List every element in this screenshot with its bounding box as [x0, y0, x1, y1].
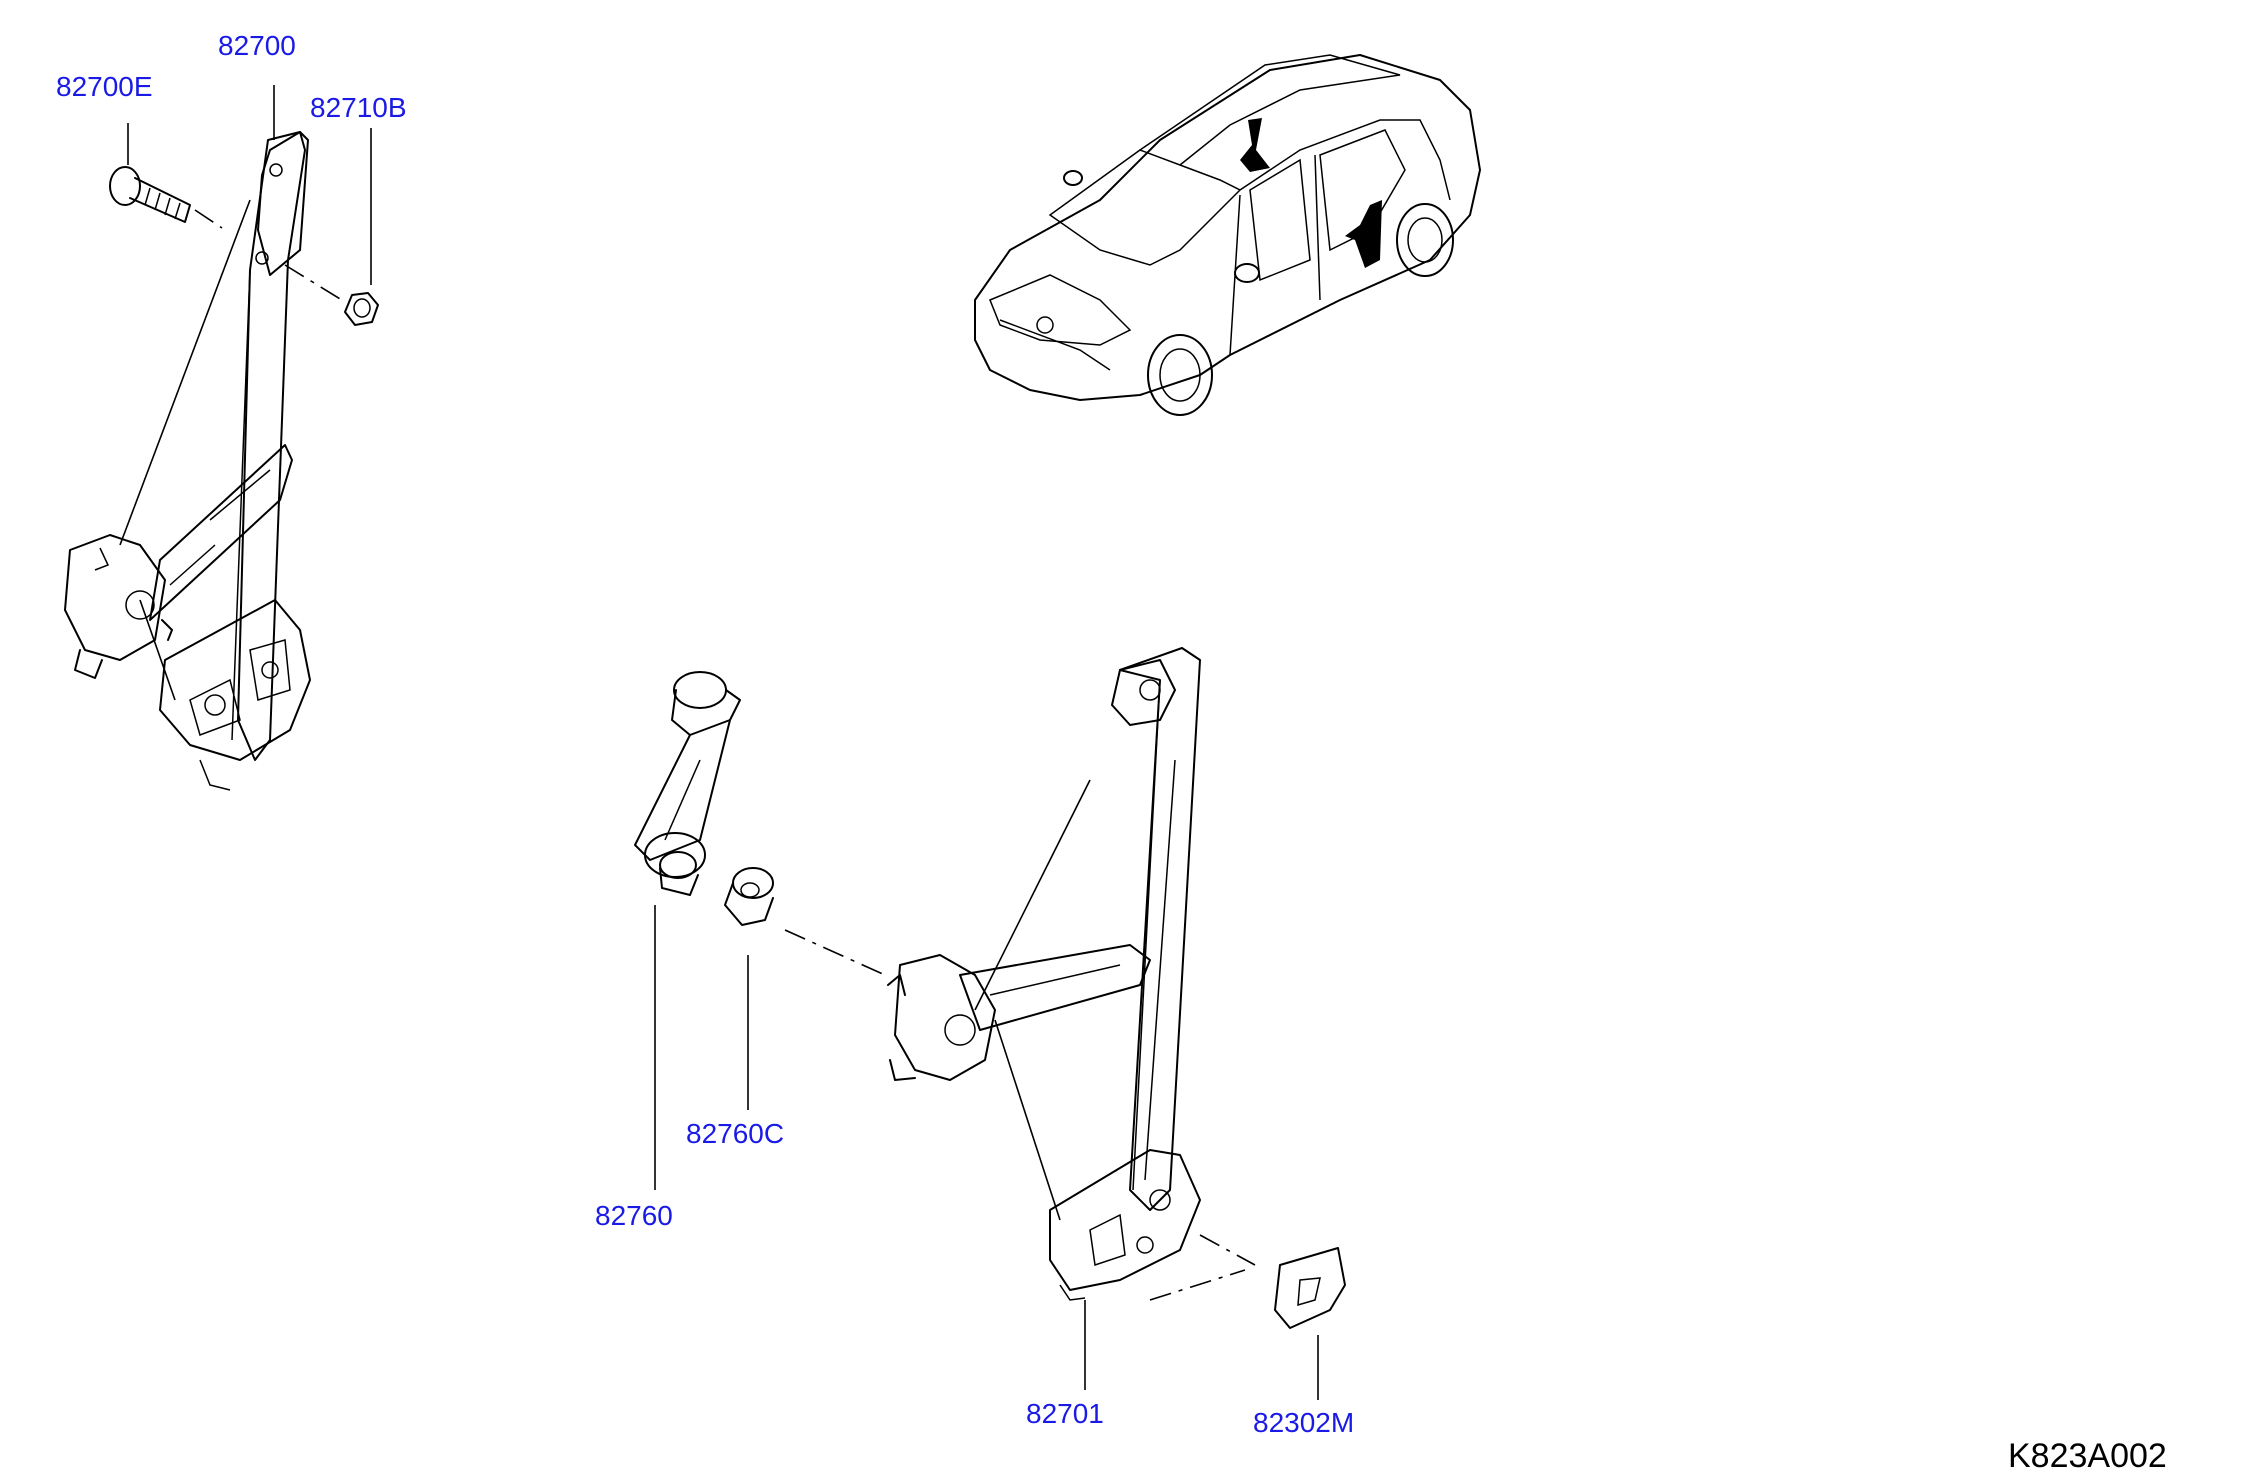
window-regulator-front	[64, 131, 311, 791]
callout-82760: 82760	[595, 1200, 673, 1231]
alignment-line	[1149, 1269, 1246, 1301]
car-illustration	[974, 54, 1481, 416]
callout-82710B: 82710B	[310, 92, 407, 123]
clip-82302M	[1274, 1247, 1346, 1329]
alignment-line	[1199, 1234, 1256, 1266]
window-regulator-rear	[887, 647, 1201, 1301]
bushing-82760C	[724, 867, 774, 926]
callout-82302M: 82302M	[1253, 1407, 1354, 1438]
alignment-line	[194, 209, 223, 229]
callout-82700: 82700	[218, 30, 296, 61]
window-crank-handle-82760	[634, 671, 741, 896]
diagram-reference-code: K823A002	[2008, 1437, 2167, 1475]
alignment-line	[784, 929, 886, 976]
callout-82760C: 82760C	[686, 1118, 784, 1149]
callout-82700E: 82700E	[56, 71, 153, 102]
callout-82701: 82701	[1026, 1398, 1104, 1429]
bolt-82700E	[109, 166, 191, 223]
nut-82710B	[344, 292, 379, 326]
alignment-line	[284, 264, 346, 303]
